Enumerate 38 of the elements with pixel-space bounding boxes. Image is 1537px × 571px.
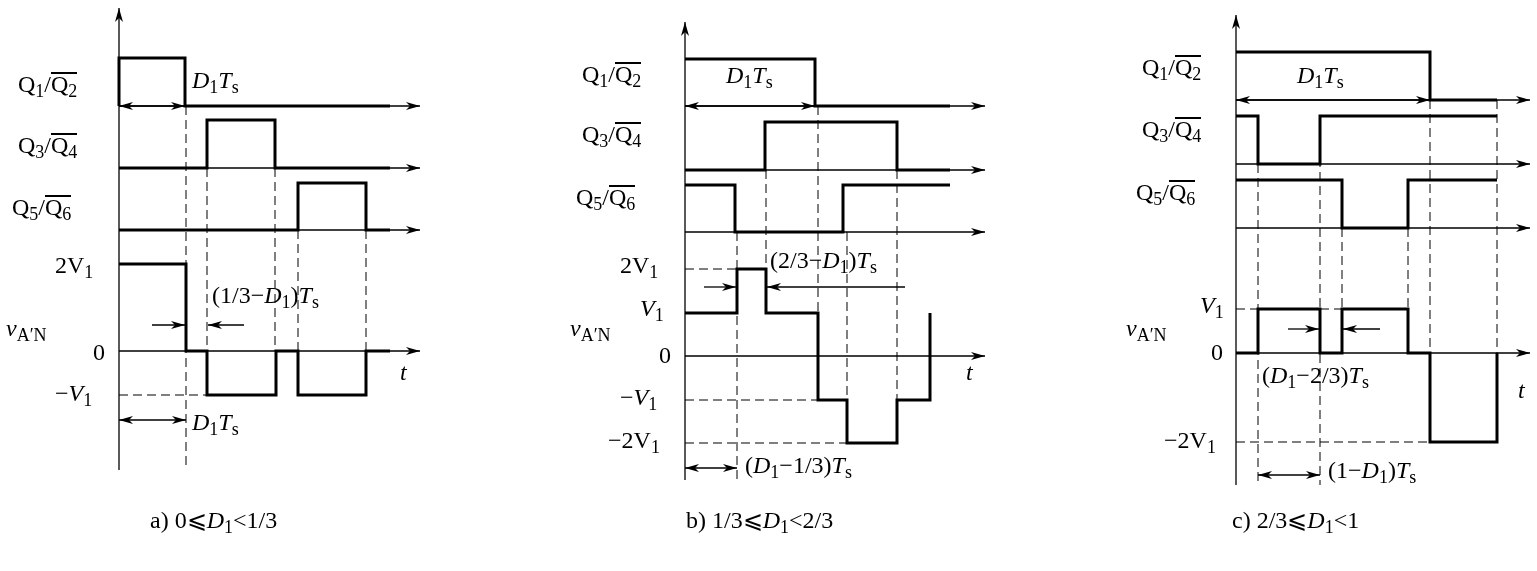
dimension-label: D$_{1}$T$_{s}$ (726, 63, 773, 87)
level-label: −V$_{1}$ (55, 381, 93, 405)
axis-label: v$_{A′N}$ (6, 316, 47, 340)
level-label: 2V$_{1}$ (620, 253, 659, 277)
signal-label: Q$_{3}$/Q$_{4}$ (1142, 117, 1202, 141)
axis-label: v$_{A′N}$ (1126, 316, 1167, 340)
dimension-label: (1−D$_{1}$)T$_{s}$ (1328, 458, 1417, 482)
subfigure-caption: a) 0⩽D$_{1}$<1/3 (150, 508, 278, 532)
signal-label: Q$_{3}$/Q$_{4}$ (582, 122, 642, 146)
level-label: 0 (1211, 340, 1223, 364)
signal-label: Q$_{1}$/Q$_{2}$ (18, 72, 78, 96)
dimension-label: D$_{1}$T$_{s}$ (192, 410, 239, 434)
signal-label: Q$_{1}$/Q$_{2}$ (582, 62, 642, 86)
level-label: 0 (93, 340, 105, 364)
dimension-label: (2/3−D$_{1}$)T$_{s}$ (770, 248, 877, 272)
level-label: V$_{1}$ (640, 296, 664, 320)
level-label: 0 (659, 343, 671, 367)
axis-label: t (1518, 378, 1525, 402)
level-label: V$_{1}$ (1200, 293, 1224, 317)
axis-label: t (966, 360, 973, 384)
signal-label: Q$_{1}$/Q$_{2}$ (1142, 55, 1202, 79)
signal-label: Q$_{5}$/Q$_{6}$ (576, 185, 636, 209)
level-label: −V$_{1}$ (620, 385, 658, 409)
signal-label: Q$_{3}$/Q$_{4}$ (18, 133, 78, 157)
signal-label: Q$_{5}$/Q$_{6}$ (12, 195, 72, 219)
dimension-label: D$_{1}$T$_{s}$ (1297, 63, 1344, 87)
signal-label: Q$_{5}$/Q$_{6}$ (1136, 180, 1196, 204)
dimension-label: (D$_{1}$−2/3)T$_{s}$ (1262, 363, 1369, 387)
level-label: −2V$_{1}$ (1164, 428, 1216, 452)
axis-label: t (400, 360, 407, 384)
dimension-label: (D$_{1}$−1/3)T$_{s}$ (745, 453, 852, 477)
dimension-label: D$_{1}$T$_{s}$ (192, 68, 239, 92)
subfigure-caption: c) 2/3⩽D$_{1}$<1 (1232, 508, 1360, 532)
level-label: −2V$_{1}$ (608, 428, 660, 452)
level-label: 2V$_{1}$ (55, 253, 94, 277)
dimension-label: (1/3−D$_{1}$)T$_{s}$ (212, 283, 319, 307)
axis-label: v$_{A′N}$ (570, 316, 611, 340)
subfigure-caption: b) 1/3⩽D$_{1}$<2/3 (686, 508, 834, 532)
